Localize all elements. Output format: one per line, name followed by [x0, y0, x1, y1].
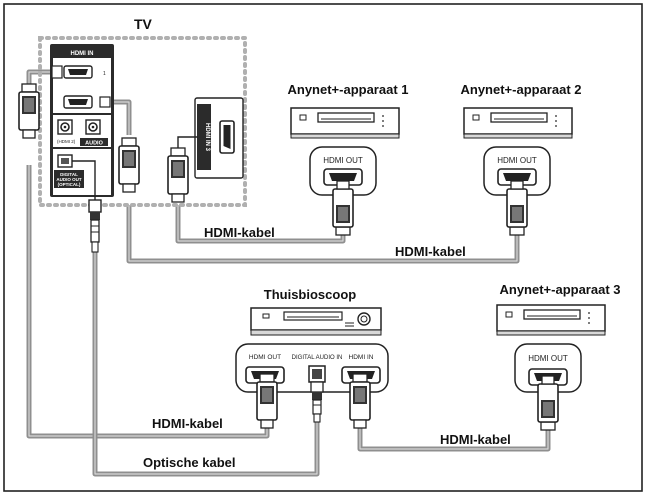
tv-audio-jacks [57, 119, 101, 135]
tv-side-hdmi-panel: HDMI IN 3 [194, 97, 244, 179]
tv-hdmi-port-3 [219, 120, 235, 154]
tv-optical-plug [72, 160, 102, 253]
ht-port-label-hdmi-out: HDMI OUT [249, 354, 281, 361]
cable-label-optical: Optische kabel [143, 455, 235, 470]
device-2-port-panel: HDMI OUT [483, 146, 551, 196]
tv-optical-label-line-1: DIGITAL [60, 172, 78, 177]
tv-dotted-border [38, 36, 247, 207]
home-theater-box [250, 307, 382, 336]
ht-hdmi-in-plug [349, 373, 371, 429]
device-1-box [290, 107, 400, 139]
tv-audio-label: AUDIO [85, 141, 103, 147]
cable-label-hdmi-1: HDMI-kabel [204, 225, 275, 240]
outer-frame [3, 3, 643, 492]
device-3-name: Anynet+-apparaat 3 [499, 282, 620, 297]
anynet-device-2: Anynet+-apparaat 2 HDMI OUT [460, 82, 582, 236]
device-3-port-label: HDMI OUT [528, 354, 568, 363]
tv-side-hdmi-3-plug [167, 136, 198, 203]
device-2-name: Anynet+-apparaat 2 [460, 82, 581, 97]
ht-optical-port [308, 365, 326, 383]
tv-section: TV HDMI IN 1 2 [18, 16, 247, 253]
home-theater: Thuisbioscoop HDMI OUT DIGITAL AUDIO IN … [235, 287, 389, 429]
device-1-name: Anynet+-apparaat 1 [287, 82, 408, 97]
tv-left-vertical-plug [18, 83, 40, 139]
ht-hdmi-out-plug [256, 373, 278, 429]
tv-optical-port [57, 154, 73, 168]
tv-hdmi-2-plug [118, 137, 140, 193]
tv-hdmi-port-1 [63, 65, 93, 79]
tv-audio-sub-label: (HDMI 2) [57, 139, 76, 144]
tv-side-panel-label: HDMI IN 3 [204, 123, 210, 152]
tv-hdmi-2-horizontal-stub [99, 96, 111, 108]
device-1-port-label: HDMI OUT [323, 156, 363, 165]
cable-label-hdmi-3: HDMI-kabel [152, 416, 223, 431]
tv-rear-panel: HDMI IN 1 2 (HDMI 2) [50, 44, 114, 197]
ht-optical-plug [310, 381, 324, 423]
ht-port-label-digital-audio-in: DIGITAL AUDIO IN [292, 355, 343, 361]
tv-hdmi-1-horizontal-plug [51, 65, 63, 79]
device-2-plug [506, 180, 528, 236]
tv-optical-label-line-3: (OPTICAL) [58, 182, 81, 187]
tv-optical-label-line-2: AUDIO OUT [56, 177, 82, 182]
device-2-box [463, 107, 573, 139]
tv-hdmi-port-number-1: 1 [103, 71, 106, 77]
anynet-device-3: Anynet+-apparaat 3 HDMI OUT [496, 282, 621, 431]
cable-label-hdmi-2: HDMI-kabel [395, 244, 466, 259]
device-3-plug [537, 375, 559, 431]
tv-hdmi-in-label: HDMI IN [71, 51, 94, 57]
tv-title: TV [134, 16, 153, 32]
cable-label-hdmi-4: HDMI-kabel [440, 432, 511, 447]
tv-hdmi-port-2 [63, 95, 93, 109]
device-2-port-label: HDMI OUT [497, 156, 537, 165]
device-3-box [496, 304, 606, 336]
anynet-device-1: Anynet+-apparaat 1 HDMI OUT [287, 82, 409, 236]
device-1-plug [332, 180, 354, 236]
ht-port-label-hdmi-in: HDMI IN [349, 354, 374, 361]
home-theater-name: Thuisbioscoop [264, 287, 357, 302]
